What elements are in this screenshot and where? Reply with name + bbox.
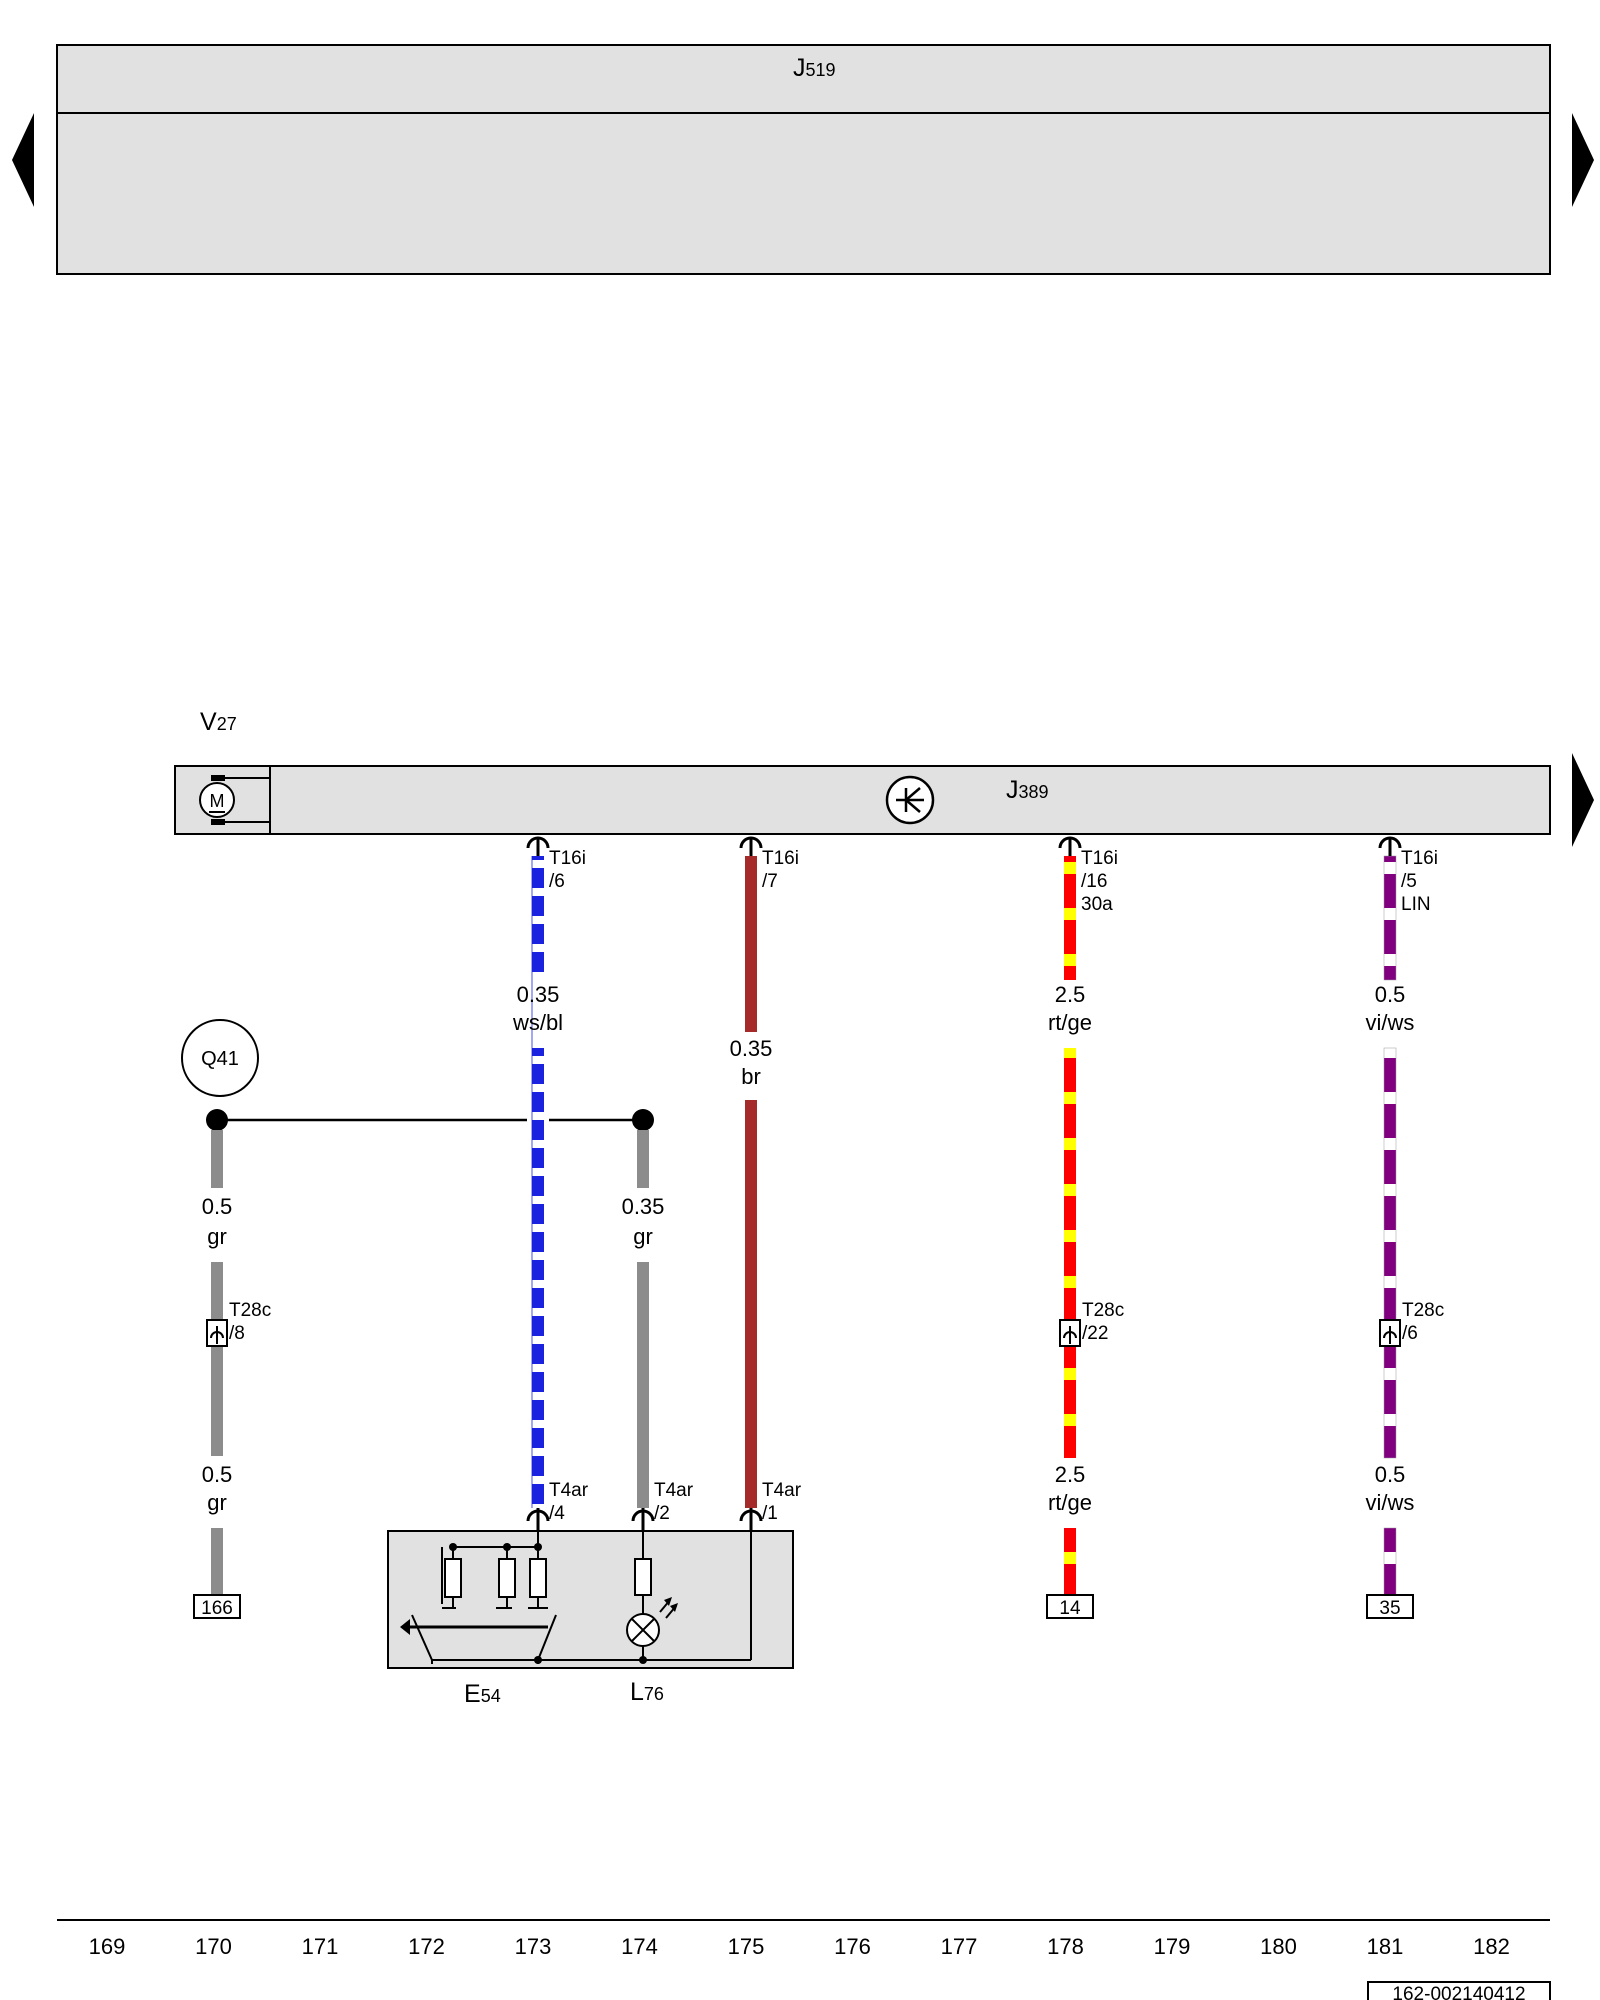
l76-label: L76: [630, 1678, 664, 1706]
wire-gr-mid-color: gr: [633, 1224, 653, 1249]
svg-text:M: M: [210, 791, 225, 811]
connector-t4ar-4-pin: /4: [549, 1503, 565, 1524]
svg-text:T16i: T16i: [1401, 848, 1438, 869]
connector-t16i-6: T16i /6: [526, 836, 586, 892]
svg-text:T16i: T16i: [762, 848, 799, 869]
svg-text:T28c: T28c: [229, 1300, 271, 1321]
footer-column-171: 171: [302, 1934, 339, 1959]
svg-text:14: 14: [1059, 1598, 1081, 1619]
page-next-arrow[interactable]: [1572, 113, 1594, 207]
ref-box-166[interactable]: 166: [193, 1594, 241, 1619]
svg-text:LIN: LIN: [1401, 894, 1431, 915]
footer-column-172: 172: [408, 1934, 445, 1959]
wire-rt-ge: [1064, 856, 1076, 1600]
svg-text:Q41: Q41: [201, 1048, 239, 1070]
module-j389: J389: [174, 765, 1551, 835]
connector-t4ar-1-pin: /1: [762, 1503, 778, 1524]
j519-label: J519: [793, 54, 836, 82]
wire-rt-ge-size-bottom: 2.5: [1055, 1462, 1086, 1487]
connector-t4ar-2-pin: /2: [654, 1503, 670, 1524]
wire-ws-bl-size: 0.35: [517, 982, 560, 1007]
e54-label: E54: [464, 1680, 501, 1708]
connector-t4ar-2-name: T4ar: [654, 1480, 694, 1501]
connector-t28c-6: T28c /6: [1379, 1300, 1444, 1347]
svg-text:/22: /22: [1082, 1323, 1108, 1344]
connector-t16i-5: T16i /5 LIN: [1378, 836, 1438, 915]
wire-vi-ws-size-bottom: 0.5: [1375, 1462, 1406, 1487]
wire-vi-ws-color-top: vi/ws: [1366, 1010, 1415, 1035]
svg-text:/8: /8: [229, 1323, 245, 1344]
footer-column-180: 180: [1260, 1934, 1297, 1959]
wire-gr-mid-size: 0.35: [622, 1194, 665, 1219]
svg-text:T16i: T16i: [549, 848, 586, 869]
wire-br-size: 0.35: [730, 1036, 773, 1061]
footer-column-181: 181: [1367, 1934, 1404, 1959]
wire-vi-ws-size-top: 0.5: [1375, 982, 1406, 1007]
ref-box-35[interactable]: 35: [1366, 1594, 1414, 1619]
footer-column-173: 173: [515, 1934, 552, 1959]
footer-column-179: 179: [1154, 1934, 1191, 1959]
ref-box-14[interactable]: 14: [1046, 1594, 1094, 1619]
footer-column-178: 178: [1047, 1934, 1084, 1959]
svg-text:30a: 30a: [1081, 894, 1113, 915]
wire-gr-left-color-bottom: gr: [207, 1490, 227, 1515]
wire-rt-ge-color-bottom: rt/ge: [1048, 1490, 1092, 1515]
module-j519: J519: [56, 44, 1551, 275]
lamp-icon: [626, 1597, 678, 1647]
footer-column-170: 170: [195, 1934, 232, 1959]
control-unit-icon: [885, 775, 935, 825]
wire-vi-ws: [1383, 855, 1397, 1601]
footer-column-176: 176: [834, 1934, 871, 1959]
j389-label: J389: [1006, 776, 1049, 804]
wire-ws-bl-color: ws/bl: [512, 1010, 563, 1035]
module-e54-l76: [387, 1508, 794, 1669]
wire-gr-left: [211, 1130, 223, 1600]
svg-text:166: 166: [201, 1598, 233, 1619]
wire-br: [745, 856, 757, 1508]
footer-column-177: 177: [941, 1934, 978, 1959]
svg-text:/16: /16: [1081, 871, 1107, 892]
ground-bus: [206, 1109, 654, 1131]
svg-text:162-002140412: 162-002140412: [1392, 1984, 1525, 2000]
svg-text:/5: /5: [1401, 871, 1417, 892]
motor-icon: M: [199, 775, 270, 825]
svg-text:/7: /7: [762, 871, 778, 892]
footer-column-169: 169: [89, 1934, 126, 1959]
wire-rt-ge-size-top: 2.5: [1055, 982, 1086, 1007]
connector-t4ar-4-name: T4ar: [549, 1480, 589, 1501]
connector-t16i-7: T16i /7: [739, 836, 799, 892]
v27-label: V27: [200, 708, 237, 736]
svg-text:T28c: T28c: [1082, 1300, 1124, 1321]
svg-text:T28c: T28c: [1402, 1300, 1444, 1321]
connector-t28c-22: T28c /22: [1059, 1300, 1124, 1347]
page-next-arrow-2[interactable]: [1572, 753, 1594, 847]
wire-ws-bl: [531, 856, 544, 1508]
wire-rt-ge-color-top: rt/ge: [1048, 1010, 1092, 1035]
connector-t28c-8: T28c /8: [206, 1300, 271, 1347]
footer-column-175: 175: [728, 1934, 765, 1959]
wire-gr-left-color-top: gr: [207, 1224, 227, 1249]
wire-gr-mid: [637, 1130, 649, 1508]
wire-gr-left-size-bottom: 0.5: [202, 1462, 233, 1487]
svg-text:35: 35: [1379, 1598, 1400, 1619]
wire-br-color: br: [741, 1064, 761, 1089]
doc-id-box: 162-002140412: [1367, 1981, 1551, 2000]
footer-column-174: 174: [621, 1934, 658, 1959]
wire-gr-left-size-top: 0.5: [202, 1194, 233, 1219]
footer-columns: 169 170 171 172 173 174 175 176 177 178 179 180 181 1…: [89, 1934, 1510, 1959]
connector-t16i-16: T16i /16 30a: [1058, 836, 1118, 915]
connector-t4ar-1-name: T4ar: [762, 1480, 802, 1501]
footer-column-182: 182: [1473, 1934, 1510, 1959]
svg-text:/6: /6: [549, 871, 565, 892]
svg-text:T16i: T16i: [1081, 848, 1118, 869]
svg-text:/6: /6: [1402, 1323, 1418, 1344]
wire-vi-ws-color-bottom: vi/ws: [1366, 1490, 1415, 1515]
page-prev-arrow[interactable]: [12, 113, 34, 207]
q41-symbol: Q41: [181, 1019, 259, 1097]
